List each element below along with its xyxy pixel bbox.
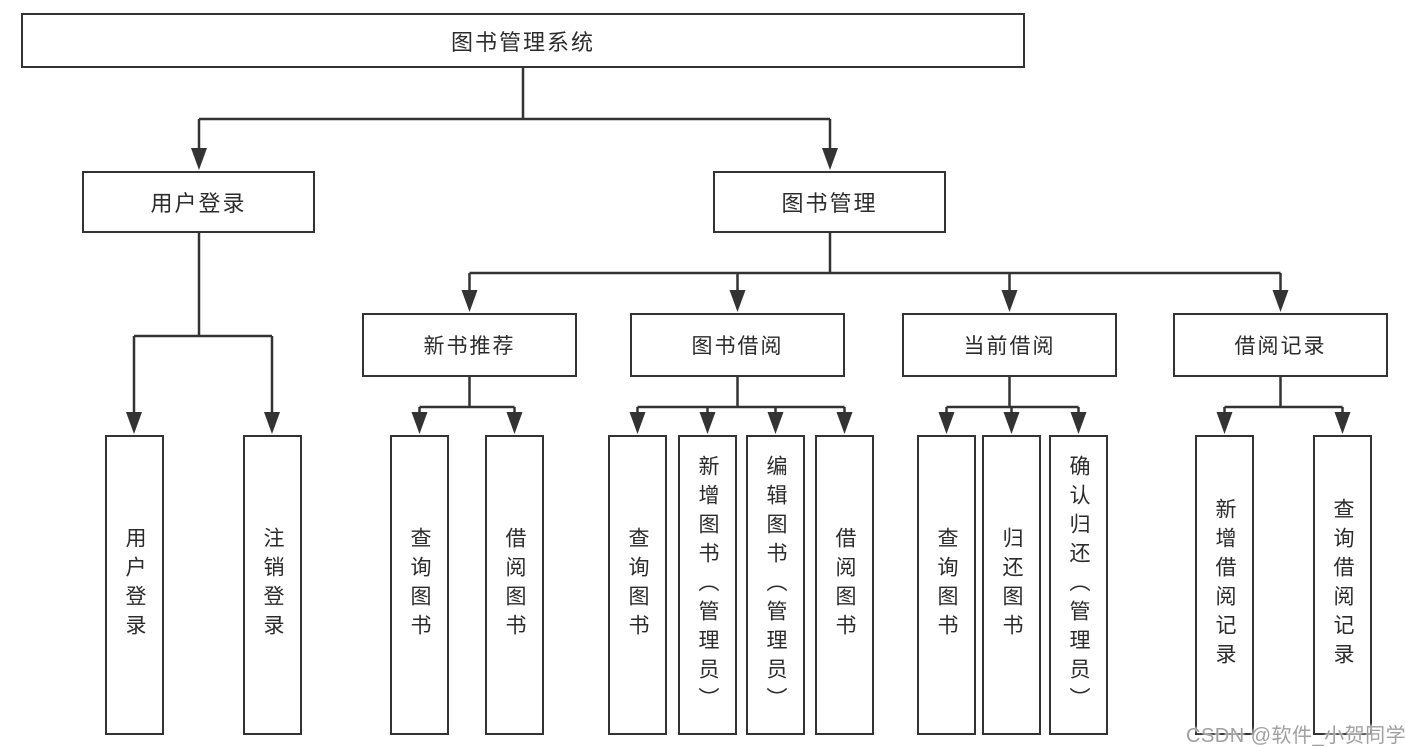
- node-label: 图书管理系统: [450, 29, 595, 55]
- node-user-login: 用户登录: [82, 171, 315, 233]
- arrowheads: [126, 148, 1351, 434]
- csdn-watermark: CSDN @软件_小贺同学: [1186, 725, 1405, 747]
- node-label: 用户登录: [150, 191, 247, 216]
- leaf-label: 查询图书: [626, 527, 649, 643]
- node-label: 当前借阅: [963, 335, 1056, 358]
- leaf-logout: 注销登录: [243, 435, 302, 735]
- node-current-borrowing: 当前借阅: [902, 313, 1117, 377]
- node-label: 新书推荐: [423, 335, 516, 358]
- leaf-query-borrow-record: 查询借阅记录: [1313, 435, 1372, 735]
- node-label: 图书管理: [781, 191, 878, 216]
- leaf-label: 新增借阅记录: [1213, 498, 1236, 672]
- leaf-return-book: 归还图书: [982, 435, 1041, 735]
- leaf-label: 确认归还（管理员）: [1067, 454, 1090, 716]
- leaf-query-books-borrowing: 查询图书: [608, 435, 667, 735]
- node-book-management: 图书管理: [713, 171, 946, 233]
- node-library-management-system: 图书管理系统: [21, 13, 1025, 68]
- connector-path: [132, 68, 1344, 414]
- leaf-label: 用户登录: [123, 527, 146, 643]
- leaf-add-book-admin: 新增图书（管理员）: [678, 435, 737, 735]
- leaf-label: 注销登录: [261, 527, 284, 643]
- leaf-edit-book-admin: 编辑图书（管理员）: [746, 435, 805, 735]
- node-label: 图书借阅: [691, 335, 784, 358]
- leaf-label: 借阅图书: [503, 527, 526, 643]
- leaf-borrow-books-borrowing: 借阅图书: [815, 435, 874, 735]
- node-book-borrowing: 图书借阅: [630, 313, 845, 377]
- leaf-query-books-recommend: 查询图书: [390, 435, 449, 735]
- node-new-book-recommendation: 新书推荐: [362, 313, 577, 377]
- leaf-label: 新增图书（管理员）: [696, 454, 719, 716]
- leaf-label: 查询借阅记录: [1331, 498, 1354, 672]
- leaf-label: 归还图书: [1000, 527, 1023, 643]
- leaf-query-books-current: 查询图书: [917, 435, 976, 735]
- node-borrowing-records: 借阅记录: [1173, 313, 1388, 377]
- leaf-user-login: 用户登录: [105, 435, 164, 735]
- leaf-add-borrow-record: 新增借阅记录: [1195, 435, 1254, 735]
- leaf-label: 查询图书: [935, 527, 958, 643]
- leaf-borrow-books-recommend: 借阅图书: [485, 435, 544, 735]
- leaf-confirm-return-admin: 确认归还（管理员）: [1049, 435, 1108, 735]
- leaf-label: 借阅图书: [833, 527, 856, 643]
- node-label: 借阅记录: [1234, 335, 1327, 358]
- leaf-label: 查询图书: [408, 527, 431, 643]
- leaf-label: 编辑图书（管理员）: [764, 454, 787, 716]
